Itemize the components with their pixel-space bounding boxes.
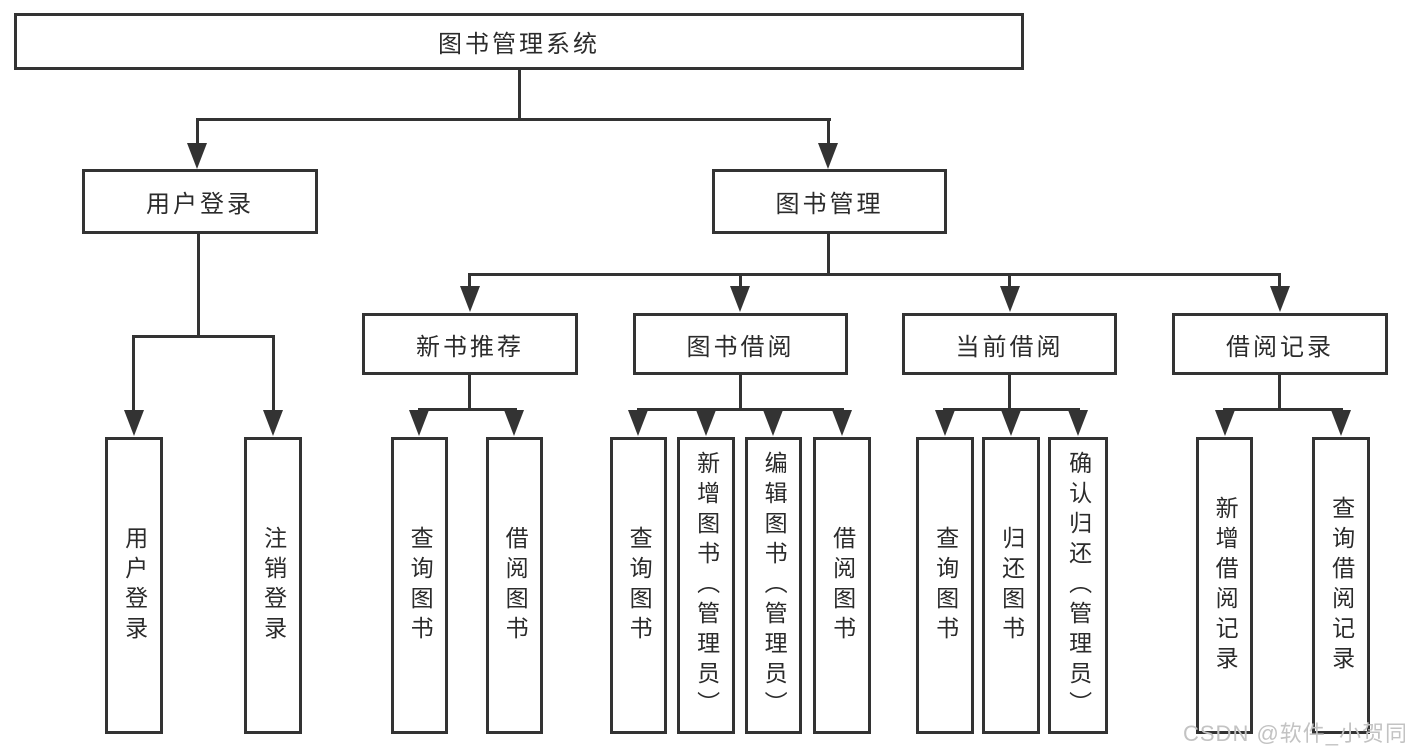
connector-arrow [409,410,429,436]
connector-arrow [1068,410,1088,436]
leaf-edit-books-admin-label: 编辑图书（管理员） [761,450,788,721]
connector-arrow [1000,286,1020,312]
leaf-user-login-label: 用户登录 [121,525,148,646]
node-book-management: 图书管理 [712,169,947,234]
leaf-logout: 注销登录 [244,437,302,734]
connector-arrow [1331,410,1351,436]
node-book-management-label: 图书管理 [775,191,884,218]
connector-line [518,70,521,120]
leaf-borrow-books-recommend-label: 借阅图书 [502,525,529,646]
connector-line [132,335,135,415]
leaf-logout-label: 注销登录 [260,525,287,646]
leaf-edit-books-admin: 编辑图书（管理员） [745,437,802,734]
connector-arrow [124,410,144,436]
connector-arrow [730,286,750,312]
node-current-borrow-label: 当前借阅 [955,333,1064,361]
leaf-query-books-recommend-label: 查询图书 [407,525,434,646]
connector-line [739,375,742,411]
connector-arrow [1215,410,1235,436]
csdn-watermark: CSDN @软件_小贺同学 [1183,721,1405,746]
leaf-user-login: 用户登录 [105,437,163,734]
connector-line [468,273,471,291]
connector-arrow [935,410,955,436]
connector-arrow [628,410,648,436]
leaf-add-books-admin: 新增图书（管理员） [677,437,735,734]
connector-arrow [263,410,283,436]
leaf-borrow-books-label: 借阅图书 [829,525,856,646]
connector-line [468,273,1281,276]
leaf-add-borrow-record-label: 新增借阅记录 [1212,495,1239,676]
leaf-query-books-current-label: 查询图书 [932,525,959,646]
connector-line [272,335,275,415]
node-user-login: 用户登录 [82,169,318,234]
leaf-borrow-books-recommend: 借阅图书 [486,437,543,734]
leaf-query-books-recommend: 查询图书 [391,437,448,734]
leaf-confirm-return-admin: 确认归还（管理员） [1048,437,1108,734]
node-new-book-recommend: 新书推荐 [362,313,578,375]
connector-arrow [504,410,524,436]
node-current-borrow: 当前借阅 [902,313,1117,375]
leaf-query-borrow-record-label: 查询借阅记录 [1328,495,1355,676]
connector-line [1008,273,1011,291]
leaf-borrow-books: 借阅图书 [813,437,871,734]
node-new-book-recommend-label: 新书推荐 [416,333,524,361]
leaf-query-books-borrow-label: 查询图书 [626,525,653,646]
connector-line [827,234,830,276]
connector-line [1008,375,1011,411]
connector-line [1223,408,1343,411]
connector-arrow [1270,286,1290,312]
leaf-confirm-return-admin-label: 确认归还（管理员） [1065,450,1092,721]
connector-line [739,273,742,291]
leaf-query-borrow-record: 查询借阅记录 [1312,437,1370,734]
connector-line [132,335,275,338]
connector-line [943,408,1080,411]
connector-line [196,118,831,121]
connector-line [197,234,200,338]
connector-line [196,118,199,150]
connector-arrow [818,143,838,169]
connector-arrow [763,410,783,436]
node-user-login-label: 用户登录 [146,191,254,218]
connector-arrow [460,286,480,312]
connector-line [1278,375,1281,411]
leaf-query-books-borrow: 查询图书 [610,437,667,734]
connector-line [418,408,517,411]
leaf-return-books-label: 归还图书 [998,525,1025,646]
node-book-borrow: 图书借阅 [633,313,848,375]
leaf-add-books-admin-label: 新增图书（管理员） [693,450,720,721]
connector-line [827,118,830,150]
node-borrow-records-label: 借阅记录 [1226,333,1334,361]
connector-arrow [1001,410,1021,436]
connector-arrow [832,410,852,436]
connector-line [637,408,844,411]
node-book-borrow-label: 图书借阅 [686,333,795,361]
leaf-return-books: 归还图书 [982,437,1040,734]
leaf-query-books-current: 查询图书 [916,437,974,734]
connector-arrow [696,410,716,436]
root-node-label: 图书管理系统 [438,31,600,58]
connector-arrow [187,143,207,169]
root-node: 图书管理系统 [14,13,1024,70]
leaf-add-borrow-record: 新增借阅记录 [1196,437,1253,734]
node-borrow-records: 借阅记录 [1172,313,1388,375]
connector-line [1278,273,1281,291]
connector-line [468,375,471,411]
